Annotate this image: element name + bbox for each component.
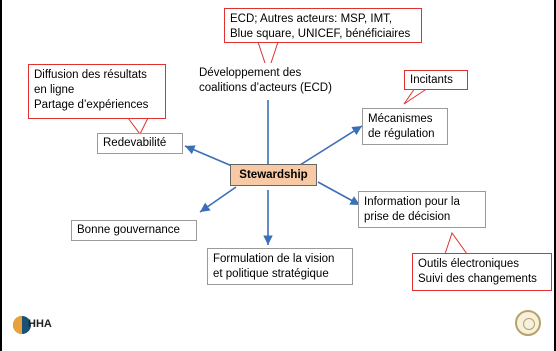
node-formulation: Formulation de la vision et politique st… — [207, 248, 353, 285]
slide-border-left — [0, 0, 2, 351]
node-mechanisms-line-2: de régulation — [368, 128, 435, 140]
callout-diffusion-line-3: Partage d’expériences — [34, 99, 149, 111]
arrow-upper-left — [184, 145, 233, 167]
arrow-lower-right — [317, 181, 361, 206]
node-information-line-1: Information pour la — [364, 196, 460, 208]
callout-diffusion-pointer — [127, 117, 149, 135]
node-development-line-2: coalitions d’acteurs (ECD) — [199, 82, 332, 94]
center-stewardship-label: Stewardship — [239, 169, 308, 181]
arrow-lower-left — [199, 186, 237, 213]
node-information-line-2: prise de décision — [364, 211, 451, 223]
node-formulation-line-1: Formulation de la vision — [213, 253, 335, 265]
callout-diffusion-line-2: en ligne — [34, 84, 75, 96]
callout-diffusion-line-1: Diffusion des résultats — [34, 69, 147, 81]
callout-tools-line-1: Outils électroniques — [418, 258, 519, 270]
node-mechanisms: Mécanismes de régulation — [362, 108, 448, 145]
center-stewardship: Stewardship — [230, 164, 317, 186]
node-accountability: Redevabilité — [97, 133, 183, 154]
hha-logo-icon — [13, 316, 31, 334]
node-formulation-line-2: et politique stratégique — [213, 268, 329, 280]
slide-border-right — [554, 0, 556, 351]
node-accountability-label: Redevabilité — [103, 137, 167, 149]
callout-actors: ECD; Autres acteurs: MSP, IMT, Blue squa… — [224, 8, 422, 43]
node-development-line-1: Développement des — [199, 67, 302, 79]
callout-actors-line-2: Blue square, UNICEF, bénéficiaires — [230, 28, 411, 40]
node-development: Développement des coalitions d’acteurs (… — [194, 63, 346, 100]
callout-actors-line-1: ECD; Autres acteurs: MSP, IMT, — [230, 13, 393, 25]
arrow-upper-right — [299, 125, 363, 166]
callout-tools-pointer — [444, 231, 468, 255]
node-governance: Bonne gouvernance — [71, 220, 197, 241]
node-mechanisms-line-1: Mécanismes — [368, 113, 433, 125]
callout-incentives-label: Incitants — [410, 74, 453, 86]
seal-icon — [515, 310, 541, 336]
callout-tools-line-2: Suivi des changements — [418, 273, 537, 285]
node-information: Information pour la prise de décision — [358, 191, 486, 228]
seal-inner-icon — [523, 318, 535, 330]
callout-incentives-pointer — [403, 87, 429, 105]
callout-tools: Outils électroniques Suivi des changemen… — [412, 253, 552, 291]
node-governance-label: Bonne gouvernance — [77, 224, 180, 236]
callout-incentives: Incitants — [404, 70, 468, 90]
callout-diffusion: Diffusion des résultats en ligne Partage… — [28, 64, 166, 119]
hha-logo-text: HHA — [28, 318, 52, 330]
